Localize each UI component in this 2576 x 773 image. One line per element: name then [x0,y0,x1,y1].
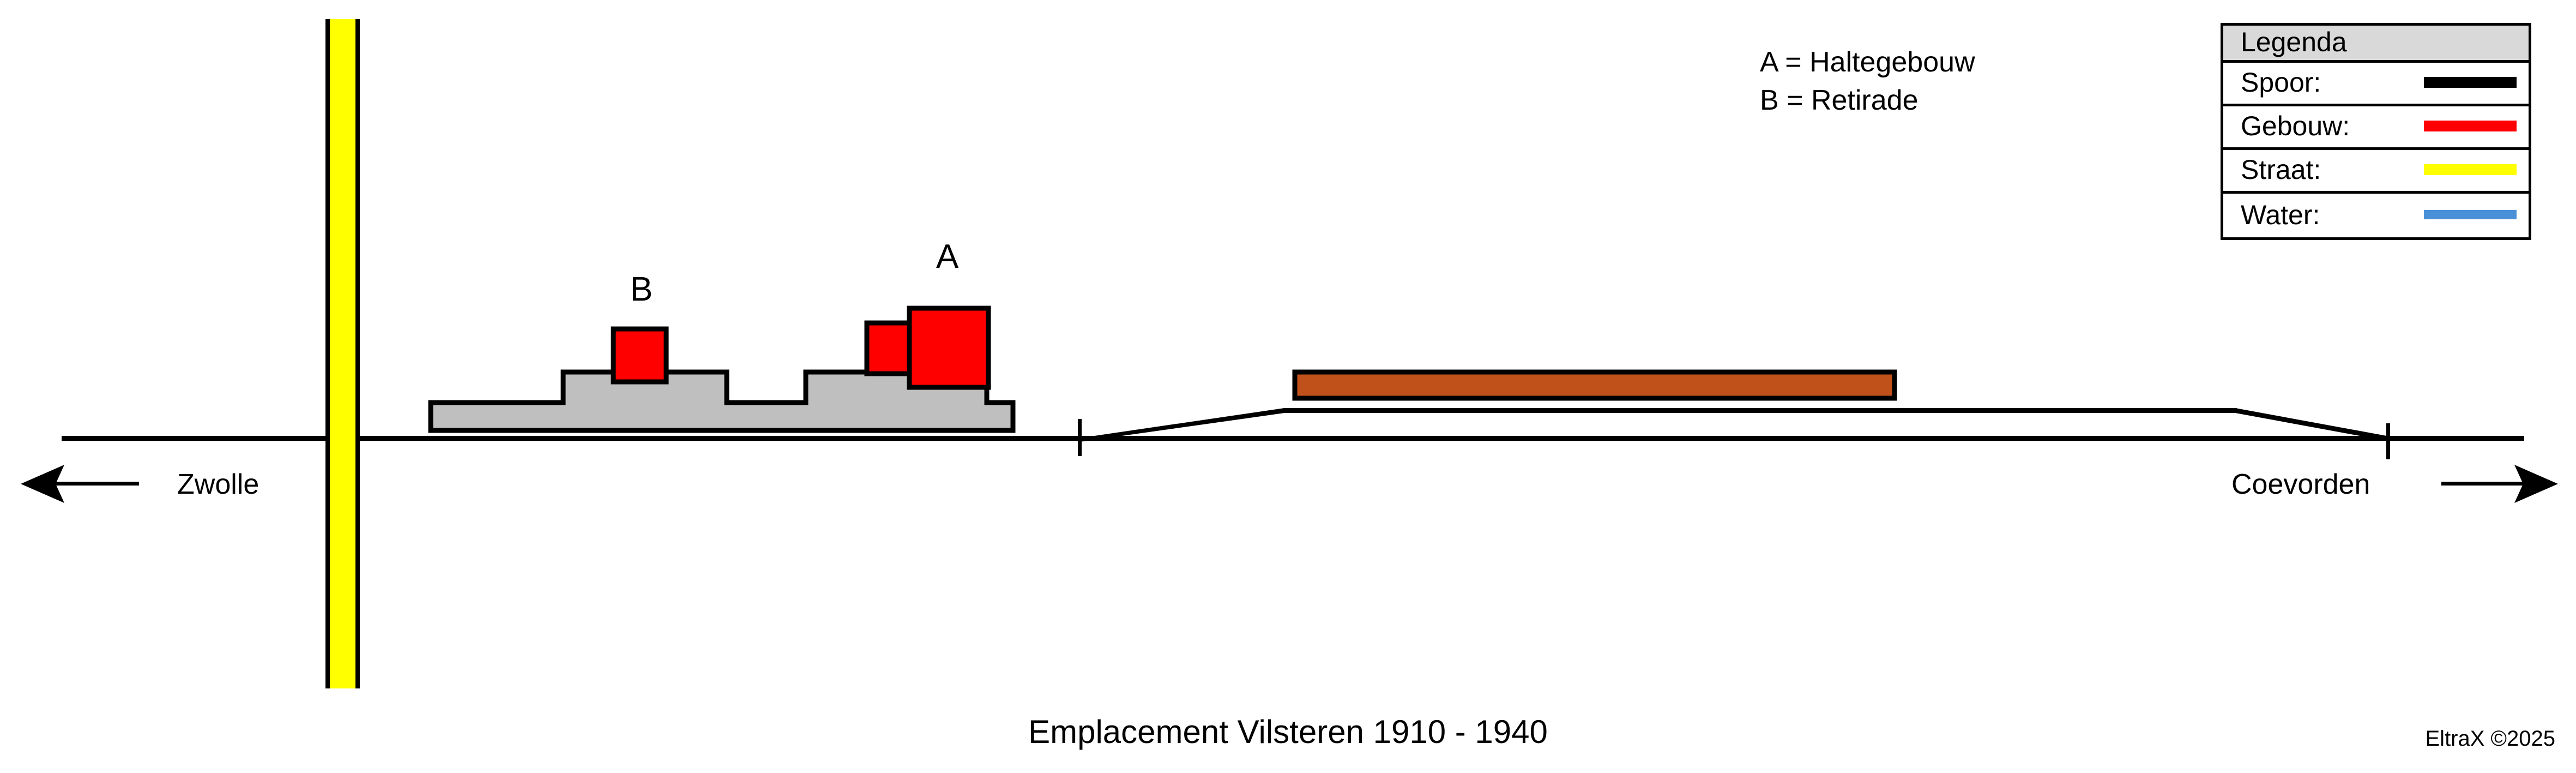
legend-row-water: Water: [2223,194,2529,237]
direction-label-coevorden: Coevorden [2231,469,2370,500]
legend-label-straat: Straat: [2241,154,2321,185]
building-label-b: B [630,271,653,308]
loading-platform [1292,369,1897,401]
legend-label-gebouw: Gebouw: [2241,111,2350,141]
key-note-a: A = Haltegebouw [1760,46,1975,78]
legend-swatch-straat [2424,164,2517,175]
siding-east-converge [2235,408,2390,441]
legend-label-water: Water: [2241,199,2320,230]
legend-title: Legenda [2223,26,2529,63]
legend-box: Legenda Spoor: Gebouw: Straat: Water: [2221,23,2531,240]
legend-row-gebouw: Gebouw: [2223,106,2529,150]
building-a-annex [864,320,912,376]
direction-arrow-zwolle-icon [21,465,139,503]
main-line-track-west [62,436,330,441]
legend-swatch-spoor [2424,77,2517,88]
switch-tick-west-icon [1078,419,1082,456]
passenger-platform [428,369,1016,433]
legend-row-spoor: Spoor: [2223,63,2529,106]
switch-tick-east-icon [2386,423,2390,459]
siding-level-run [1283,408,2237,413]
building-a-main-block [907,305,991,390]
legend-row-straat: Straat: [2223,150,2529,194]
direction-label-zwolle: Zwolle [177,469,260,500]
street-crossing [325,19,360,688]
siding-west-diverge [1079,408,1284,442]
legend-swatch-water [2424,210,2517,219]
key-note-b: B = Retirade [1760,85,1919,116]
legend-swatch-gebouw [2424,121,2517,131]
building-label-a: A [936,238,959,275]
diagram-caption: Emplacement Vilsteren 1910 - 1940 [1028,714,1548,750]
main-line-track-east [357,436,2524,441]
building-b-retirade [611,326,669,385]
credit-label: EltraX ©2025 [2425,727,2556,751]
direction-arrow-coevorden-icon [2441,465,2558,503]
legend-label-spoor: Spoor: [2241,67,2321,98]
